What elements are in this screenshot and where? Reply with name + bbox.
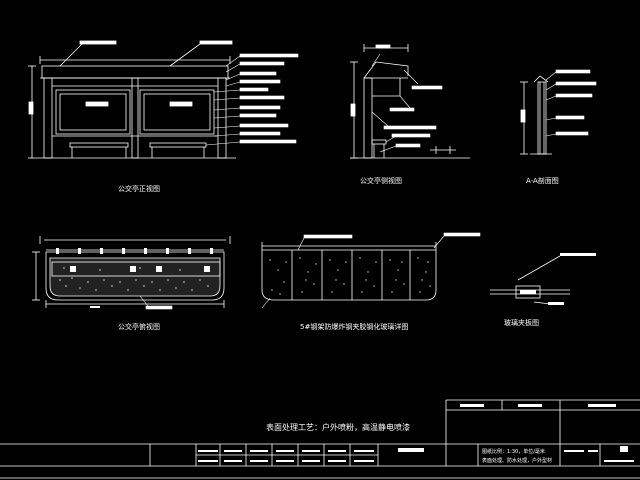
side-elevation-leaders (371, 53, 443, 153)
process-note: 表面处理工艺：户外喷粉，高温静电喷漆 (266, 422, 410, 432)
section-a-view (520, 75, 552, 155)
front-elevation-caption: 公交亭正视图 (118, 184, 160, 193)
title-block-marks (198, 404, 634, 462)
plan-view-caption: 公交亭俯视图 (118, 322, 160, 331)
side-elevation-view (350, 44, 470, 159)
title-block (0, 399, 640, 479)
side-elevation-caption: 公交亭侧视图 (360, 176, 402, 185)
front-elevation-view (28, 40, 236, 159)
glass-clamp-caption: 玻璃夹板图 (504, 318, 539, 327)
glass-detail-hatch (269, 257, 431, 295)
glass-clamp-view (490, 255, 570, 305)
title-block-notes-line1: 图纸比例：1:30，单位/毫米 (482, 448, 545, 455)
plan-view-hatch (59, 267, 209, 291)
front-elevation-leaders (205, 53, 299, 146)
plan-view-leader (139, 295, 173, 310)
section-a-caption: A-A剖面图 (526, 176, 559, 185)
title-block-notes-line2: 表面处理、防水处理，户外型材 (482, 457, 552, 464)
glass-clamp-labels (520, 253, 596, 305)
section-a-leaders (545, 69, 597, 137)
glass-detail-view (261, 242, 437, 301)
glass-detail-leaders (261, 232, 481, 309)
glass-detail-caption: 5#钢架防爆炸钢夹胶钢化玻璃详图 (300, 322, 408, 331)
plan-view (32, 236, 231, 308)
